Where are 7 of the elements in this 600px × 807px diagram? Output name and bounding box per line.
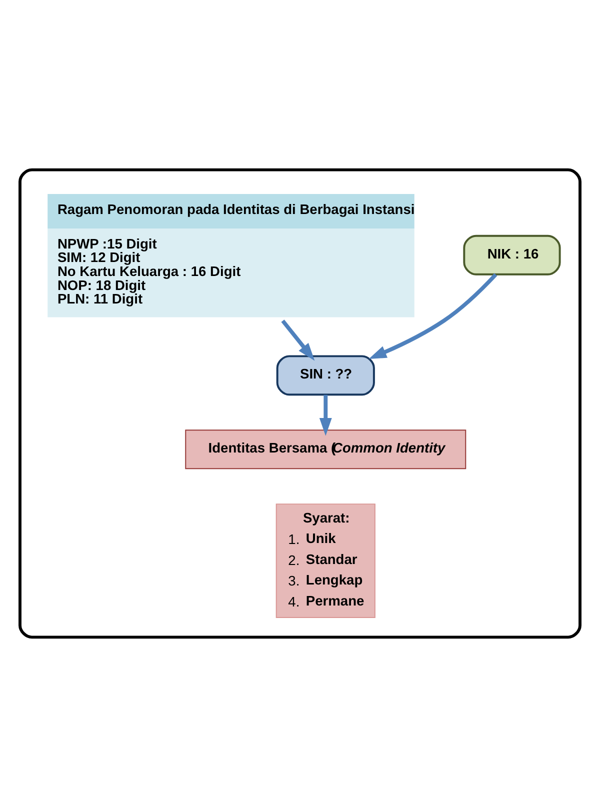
node-box: SIN : ?? bbox=[276, 355, 375, 396]
arrow bbox=[368, 273, 498, 359]
arrow bbox=[319, 394, 332, 436]
node-box: NIK : 16 bbox=[463, 234, 561, 276]
arrow bbox=[281, 320, 315, 361]
node-box: Syarat: 1. Unik 2. Standar 3. Lengkap 4. Permane bbox=[276, 504, 376, 618]
cluster bbox=[18, 168, 582, 639]
